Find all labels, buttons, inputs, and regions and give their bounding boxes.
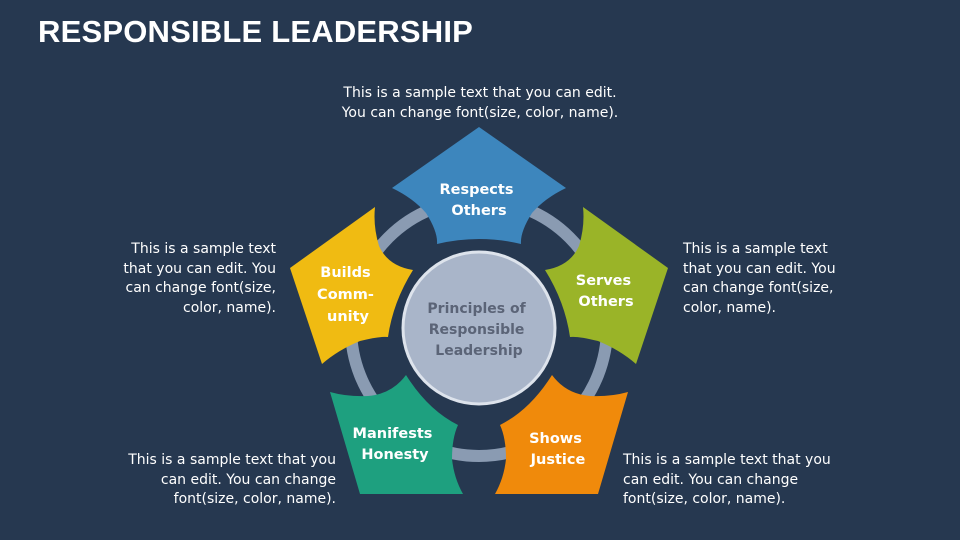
description-top: This is a sample text that you can edit.… (341, 85, 619, 121)
petal-shape (495, 375, 628, 494)
center-circle: Principles of Responsible Leadership (401, 250, 557, 406)
svg-text:Serves Others: Serves Others (576, 273, 636, 310)
center-circle-shape (401, 250, 557, 406)
petal-label-line: Justice (530, 452, 586, 468)
petal-shape (290, 207, 413, 364)
petal-manifests-honesty: Manifests Honesty (330, 375, 463, 494)
center-label-line: Principles of (427, 301, 526, 317)
svg-text:Shows Justice: Shows Justice (529, 431, 587, 468)
petal-label-line: Comm- (317, 287, 374, 303)
petal-respects-others: Respects Others (392, 127, 566, 244)
petal-label-line: Respects (439, 182, 513, 198)
description-bottom-left: This is a sample text that you can edit.… (128, 452, 336, 507)
petal-label-line: unity (327, 309, 370, 325)
svg-text:Manifests Honesty: Manifests Honesty (353, 426, 438, 463)
svg-text:Principles of Responsi: Principles of Responsible Leadership (427, 301, 530, 359)
petal-label-line: Honesty (361, 447, 429, 463)
petal-label-line: Others (451, 203, 506, 219)
svg-text:Builds Comm- u: Builds Comm- unity (317, 265, 379, 325)
center-label-line: Responsible (429, 322, 525, 338)
description-left: This is a sample text that you can edit.… (123, 241, 276, 316)
petal-serves-others: Serves Others (545, 207, 668, 364)
petal-shape (545, 207, 668, 364)
petal-label-line: Shows (529, 431, 582, 447)
description-right: This is a sample text that you can edit.… (683, 241, 836, 316)
petal-shape (392, 127, 566, 244)
petal-shape (330, 375, 463, 494)
svg-text:Respects Others: Respects Others (439, 182, 518, 219)
petal-label-line: Manifests (353, 426, 433, 442)
petal-label-line: Builds (320, 265, 370, 281)
description-bottom-right: This is a sample text that you can edit.… (623, 452, 831, 507)
petal-shows-justice: Shows Justice (495, 375, 628, 494)
slide-title: RESPONSIBLE LEADERSHIP (38, 14, 474, 49)
petal-label-line: Others (578, 294, 633, 310)
petal-builds-community: Builds Comm- unity (290, 207, 413, 364)
center-label-line: Leadership (435, 343, 522, 359)
petal-label-line: Serves (576, 273, 631, 289)
